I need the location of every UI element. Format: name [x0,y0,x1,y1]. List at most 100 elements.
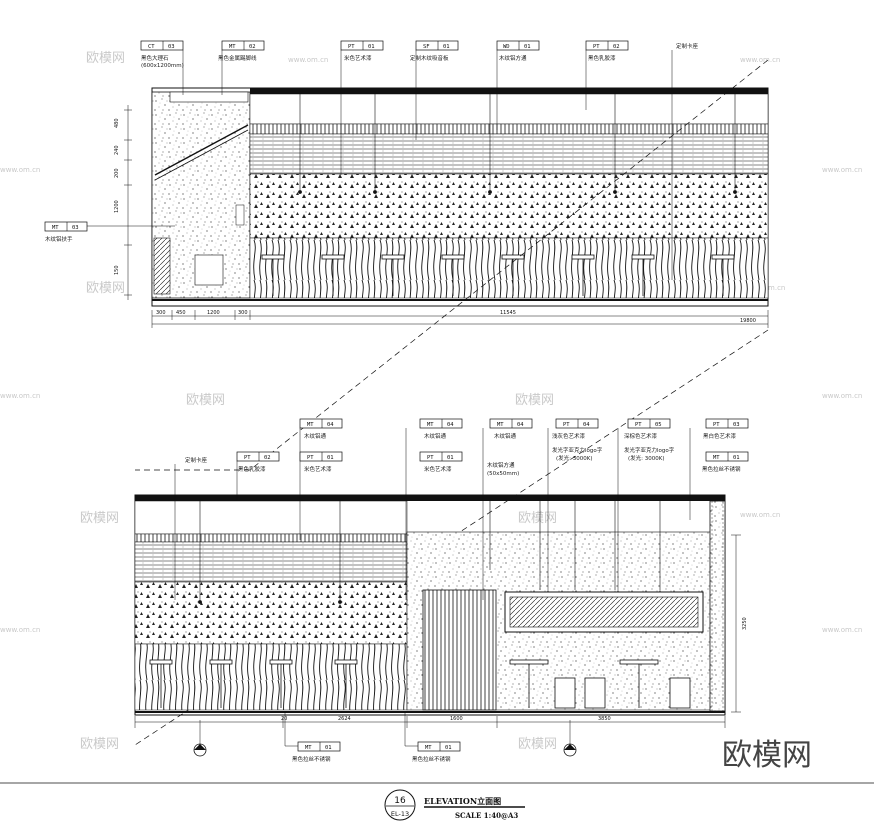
stair-rail-lower [154,129,249,181]
watermark-url: www.om.cn [822,166,862,174]
dim-overall: 19800 [740,318,756,324]
tag-num: 01 [443,44,450,50]
sheet-number: EL-13 [391,810,409,818]
section-marker-left [193,720,207,757]
lower-tag-mt01-top: MT 01 黑色拉丝不锈钢 [702,451,749,473]
note-label: 定制卡座 [676,42,699,50]
lower-tag-mt04-a: MT 04 木纹铝通 [299,418,343,540]
upper-tag-mt02: MT 02 黑色金属踢脚线 [218,40,265,95]
tag-num: 01 [327,455,334,461]
upper-art-paint-band [249,173,769,239]
right-column [709,500,726,712]
tag-num: 03 [168,44,175,50]
lower-tag-pt05: PT 05 深棕色艺术漆 [617,418,671,590]
lower-pendant-lamps [198,501,661,604]
tag-code: PT [348,44,355,50]
upper-left-dimensions [124,105,132,300]
upper-tag-pt02: PT 02 黑色乳胶漆 [585,40,629,110]
lower-note-alum-tube: 木纹铝方通 (50x50mm) [487,461,519,477]
watermark-url: www.om.cn [0,626,40,634]
upper-bottom-dimensions [151,310,769,328]
upper-ceiling-band [250,88,768,94]
lower-elevation: MT 04 木纹铝通 MT 04 木纹铝通 MT 04 木纹铝通 PT 04 浅… [134,418,749,763]
dim-bottom: 300 [238,310,248,316]
dim-bottom: 3850 [598,716,611,722]
hatched-panel [153,237,171,295]
lower-bottom-dimensions [134,534,741,728]
tag-label: 深棕色艺术漆 [624,432,658,440]
tag-code: MT [427,422,434,428]
tag-num: 01 [368,44,375,50]
tag-label: 黑色乳胶漆 [238,465,266,473]
tag-label: 木纹铝扶手 [45,235,73,243]
watermark-logo: 欧模网 [80,511,119,526]
watermark-logo: 欧模网 [86,281,125,296]
upper-pendant-lamps [298,94,737,194]
lower-booth-tables [149,659,358,708]
tag-sub: (600x1200mm) [141,63,184,69]
lower-bottom-tag-mt01-b: MT 01 黑色拉丝不锈钢 [404,712,461,763]
title-bubble [384,789,416,821]
tag-code: MT [713,455,720,461]
upper-booth-tables [261,254,735,296]
switch-plate [235,204,245,226]
upper-note-booth: 定制卡座 [671,42,699,280]
column-niche [194,254,224,286]
tag-label: 木纹铝方通 [499,54,527,62]
tag-label: 黑白色艺术漆 [703,432,737,440]
slatted-door [422,589,497,711]
title-block: 16 EL-13 ELEVATION立面图 SCALE 1:40@A3 [384,789,525,821]
tag-num: 04 [583,422,590,428]
tag-label: 木纹铝通 [304,432,327,440]
tag-num: 04 [327,422,334,428]
dim-bottom: 11545 [500,310,516,316]
dim-bottom: 450 [176,310,186,316]
watermark-url: www.om.cn [0,392,40,400]
dim-left: 480 [114,118,120,128]
tag-code: MT [229,44,236,50]
tag-code: MT [307,422,314,428]
tag-label: 黑色拉丝不锈钢 [292,755,331,763]
tag-num: 02 [613,44,620,50]
tag-label: 木纹铝通 [424,432,447,440]
dim-bottom: 2624 [338,716,351,722]
drawing-scale: SCALE 1:40@A3 [455,811,518,820]
note-label: 定制卡座 [185,456,208,464]
tag-code: MT [305,745,312,751]
lower-note-logo-a: 发光字亚克力logo字 (发光: 3000K) [552,446,603,462]
lower-note-logo-b: 发光字亚克力logo字 (发光: 3000K) [624,446,675,462]
tag-code: PT [563,422,570,428]
lower-ceiling-band [135,495,725,501]
lower-tag-mt04-c: MT 04 木纹铝通 [482,418,533,600]
lower-tag-pt01-b: PT 01 米色艺术漆 [419,451,463,473]
lower-tag-mt04-b: MT 04 木纹铝通 [405,418,463,600]
lower-dining-furniture [509,659,691,709]
tag-label: 米色艺术漆 [344,54,372,62]
lower-acoustic-band [134,541,408,583]
tag-code: PT [244,455,251,461]
section-marker-right [563,720,577,757]
note-sub: (发光: 3000K) [556,454,593,462]
dim-bottom: 300 [156,310,166,316]
tag-code: SF [423,44,430,50]
tag-label: 木纹铝通 [494,432,517,440]
lower-tag-pt02: PT 02 黑色乳胶漆 [236,451,280,500]
tag-num: 04 [447,422,454,428]
lower-tag-pt04: PT 04 浅灰色艺术漆 [547,418,599,590]
tag-label: 黑色拉丝不锈钢 [412,755,451,763]
tag-num: 04 [517,422,524,428]
upper-acoustic-band [249,133,769,175]
upper-tag-ct03: CT 03 黑色大理石 (600x1200mm) [140,40,184,95]
watermark-logo: 欧模网 [515,393,554,408]
dim-left: 200 [114,168,120,178]
upper-elevation: CT 03 黑色大理石 (600x1200mm) MT 02 黑色金属踢脚线 P… [44,40,769,328]
watermark-logo: 欧模网 [80,737,119,752]
dim-bottom: 1600 [450,716,463,722]
lower-art-paint-band [134,581,408,645]
tag-code: PT [593,44,600,50]
dim-left: 150 [114,265,120,275]
upper-tag-sf01: SF 01 定制木纹吸音板 [410,40,459,140]
dim-bottom: 1200 [207,310,220,316]
watermark-url: www.om.cn [822,626,862,634]
